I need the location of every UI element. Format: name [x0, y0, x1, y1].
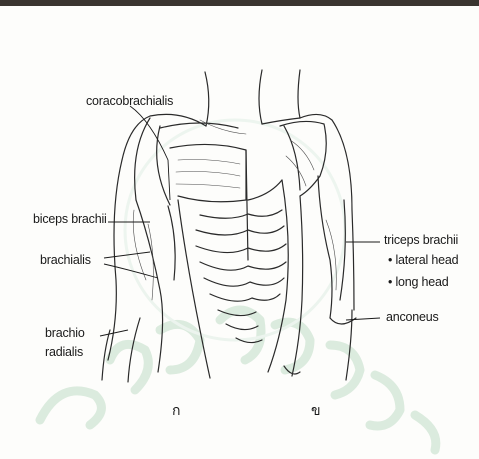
label-coracobrachialis: coracobrachialis [86, 94, 173, 108]
figure-label-a: ก [172, 400, 180, 422]
label-anconeus: anconeus [386, 310, 439, 324]
label-lateral-head: • lateral head [388, 253, 458, 267]
label-long-head: • long head [388, 275, 449, 289]
label-brachio: brachio [45, 326, 85, 340]
label-brachialis: brachialis [40, 253, 91, 267]
label-biceps-brachii: biceps brachii [33, 212, 107, 226]
label-radialis: radialis [45, 345, 83, 359]
figure-label-b: ข [311, 400, 320, 422]
label-triceps-brachii: triceps brachii [384, 233, 458, 247]
watermark-logo [40, 120, 436, 450]
